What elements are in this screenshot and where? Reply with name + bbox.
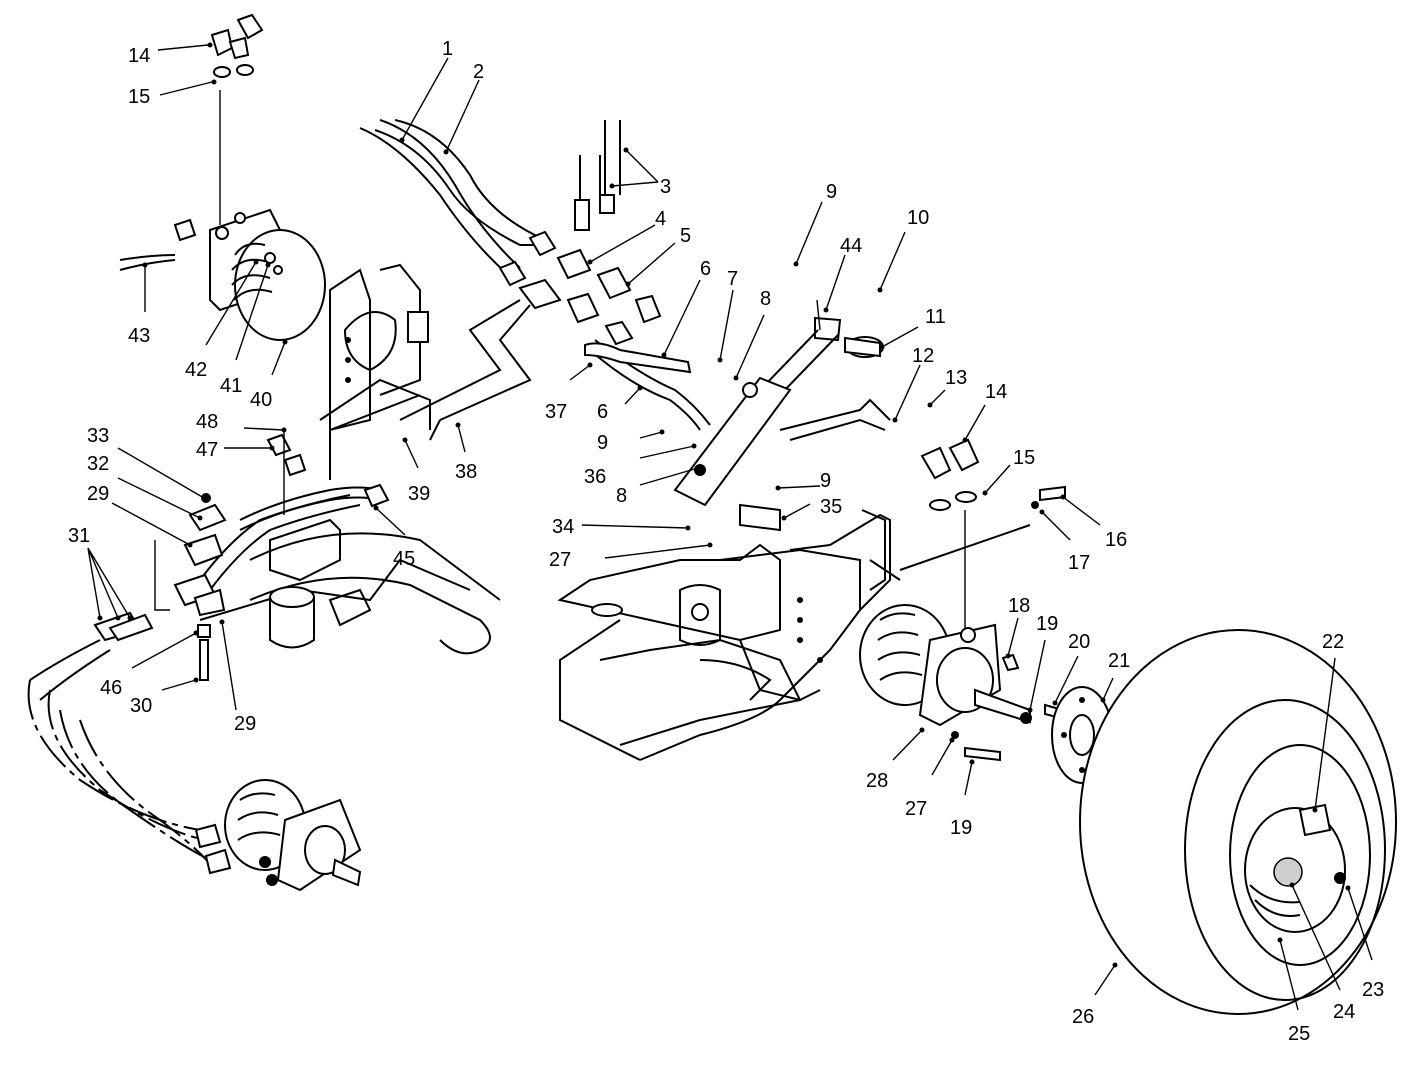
callout-19a: 19 [1036, 613, 1058, 635]
callout-28: 28 [866, 770, 888, 792]
callout-47: 47 [196, 439, 218, 461]
steering-cylinder [673, 316, 884, 532]
callout-3: 3 [660, 176, 671, 198]
callout-22: 22 [1322, 631, 1344, 653]
callout-45: 45 [393, 548, 415, 570]
upper-left-wheel-motor [173, 208, 326, 341]
callout-43: 43 [128, 325, 150, 347]
callout-10: 10 [907, 207, 929, 229]
callout-1: 1 [442, 38, 453, 60]
callout-30: 30 [130, 695, 152, 717]
callout-35: 35 [820, 496, 842, 518]
callout-11: 11 [925, 306, 946, 328]
hydraulic-lines [27, 119, 891, 871]
callout-5: 5 [680, 225, 691, 247]
callout-36: 36 [584, 466, 606, 488]
frame-hole [591, 603, 623, 617]
frame-chassis [199, 263, 1031, 761]
callout-29a: 29 [87, 483, 109, 505]
callout-4: 4 [655, 208, 666, 230]
callout-7: 7 [727, 268, 738, 290]
callout-9b: 9 [597, 432, 608, 454]
pivot-tube [269, 586, 315, 608]
callout-6a: 6 [700, 258, 711, 280]
callout-20: 20 [1068, 631, 1090, 653]
callout-44: 44 [840, 235, 862, 257]
callout-33: 33 [87, 425, 109, 447]
callout-40: 40 [250, 389, 272, 411]
callout-18: 18 [1008, 595, 1030, 617]
callout-14a: 14 [128, 45, 150, 67]
callout-8b: 8 [616, 485, 627, 507]
callout-15b: 15 [1013, 447, 1035, 469]
callout-9c: 9 [820, 470, 831, 492]
callout-31: 31 [68, 525, 90, 547]
elbow-fittings-right [920, 438, 980, 511]
leader-lines [87, 42, 1373, 1011]
callout-21: 21 [1108, 650, 1130, 672]
callout-16: 16 [1105, 529, 1127, 551]
lower-left-wheel-motor [194, 779, 362, 892]
callout-27a: 27 [549, 549, 571, 571]
callout-48: 48 [196, 411, 218, 433]
tee-fittings [498, 194, 662, 346]
callout-38: 38 [455, 461, 477, 483]
callout-34: 34 [552, 516, 574, 538]
hose-clamps-left [93, 433, 390, 681]
callout-39: 39 [408, 483, 430, 505]
elbow-fittings-top [210, 13, 264, 78]
callout-23: 23 [1362, 979, 1384, 1001]
callout-12: 12 [912, 345, 934, 367]
callout-labels: 1 2 3 4 5 6 6 7 8 8 9 9 9 10 11 12 13 14… [68, 38, 1384, 1045]
callout-25: 25 [1288, 1023, 1310, 1045]
callout-29b: 29 [234, 713, 256, 735]
callout-15a: 15 [128, 86, 150, 108]
callout-8a: 8 [760, 288, 771, 310]
callout-32: 32 [87, 453, 109, 475]
callout-6b: 6 [597, 401, 608, 423]
right-wheel-motor [859, 485, 1072, 762]
frame-bracket-block [407, 311, 429, 343]
callout-26: 26 [1072, 1006, 1094, 1028]
callout-37: 37 [545, 401, 567, 423]
callout-27b: 27 [905, 798, 927, 820]
callout-19b: 19 [950, 817, 972, 839]
callout-13: 13 [945, 367, 967, 389]
hose-37 [584, 342, 692, 374]
callout-14b: 14 [985, 381, 1007, 403]
callout-17: 17 [1068, 552, 1090, 574]
callout-9a: 9 [826, 181, 837, 203]
wheel-tire [1079, 629, 1397, 1015]
callout-42: 42 [185, 359, 207, 381]
callout-2: 2 [473, 61, 484, 83]
callout-46: 46 [100, 677, 122, 699]
callout-41: 41 [220, 375, 242, 397]
callout-24: 24 [1333, 1001, 1355, 1023]
